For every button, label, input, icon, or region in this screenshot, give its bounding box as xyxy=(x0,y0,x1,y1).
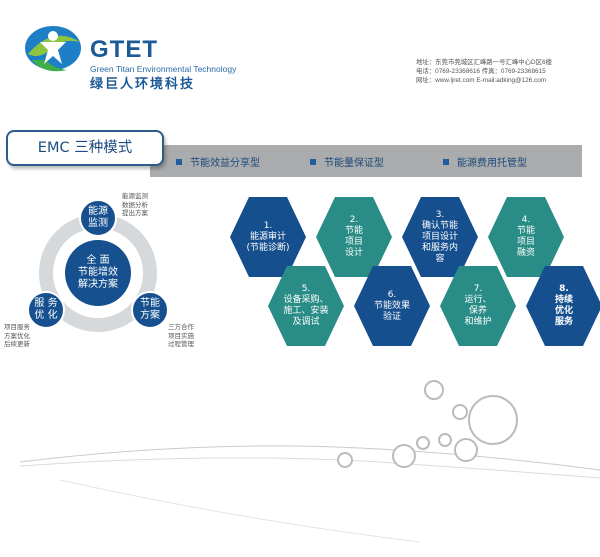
brand-chinese-name: 绿巨人环境科技 xyxy=(90,77,196,92)
emc-title: EMC 三种模式 xyxy=(37,140,133,156)
emc-model-item: 节能效益分享型 xyxy=(176,154,260,169)
step-hexagon-2: 2. 节能 项目 设计 xyxy=(316,197,392,277)
contact-info: 地址：东莞市莞城区汇峰路一号汇峰中心D区6楼 电话：0769-23368616 … xyxy=(416,58,552,85)
step-hexagon-5: 5. 设备采购、 施工、安装 及调试 xyxy=(268,266,344,346)
contact-address: 地址：东莞市莞城区汇峰路一号汇峰中心D区6楼 xyxy=(416,59,552,66)
step-hexagon-8: 8. 持续 优化 服务 xyxy=(526,266,600,346)
contact-phone: 电话：0769-23368616 传真：0769-23368615 xyxy=(416,68,546,75)
step-hexagon-6: 6. 节能效果 验证 xyxy=(354,266,430,346)
step-hexagon-4: 4. 节能 项目 融资 xyxy=(488,197,564,277)
step-hexagon-3: 3. 确认节能 项目设计 和服务内 容 xyxy=(402,197,478,277)
emc-model-item: 节能量保证型 xyxy=(310,154,384,169)
bullet-square-icon xyxy=(176,159,182,165)
service-cycle-diagram: 全 面 节能增效 解决方案 能源 监测 节能 方案 服 务 优 化 能源监测 数… xyxy=(0,180,210,360)
company-logo-icon xyxy=(25,26,81,72)
step-hexagon-7: 7. 运行、 保养 和维护 xyxy=(440,266,516,346)
bullet-square-icon xyxy=(310,159,316,165)
cycle-ring xyxy=(27,199,169,332)
note-plan: 三方合作 项目实施 过程管理 xyxy=(168,323,194,348)
emc-title-box xyxy=(6,130,164,166)
cycle-center-label: 全 面 节能增效 解决方案 xyxy=(78,255,118,290)
note-service: 项目服务 方案优化 后续更新 xyxy=(4,323,30,348)
cycle-node-plan: 节能 方案 xyxy=(140,298,160,321)
bullet-square-icon xyxy=(443,159,449,165)
contact-web: 网址：www.ljret.com E-mail:adking@126.com xyxy=(416,77,547,84)
cycle-node-service: 服 务 优 化 xyxy=(34,298,58,321)
step-hexagon-1: 1. 能源审计 (节能诊断) xyxy=(230,197,306,277)
note-monitor: 能源监测 数据分析 提出方案 xyxy=(122,192,148,217)
emc-model-item: 能源费用托管型 xyxy=(443,154,527,169)
decorative-bubbles xyxy=(19,380,600,543)
emc-models-band xyxy=(150,145,582,177)
brand-english-name: Green Titan Environmental Technology xyxy=(90,64,237,74)
brand-name: GTET xyxy=(90,36,158,63)
cycle-node-monitor: 能源 监测 xyxy=(88,206,108,229)
